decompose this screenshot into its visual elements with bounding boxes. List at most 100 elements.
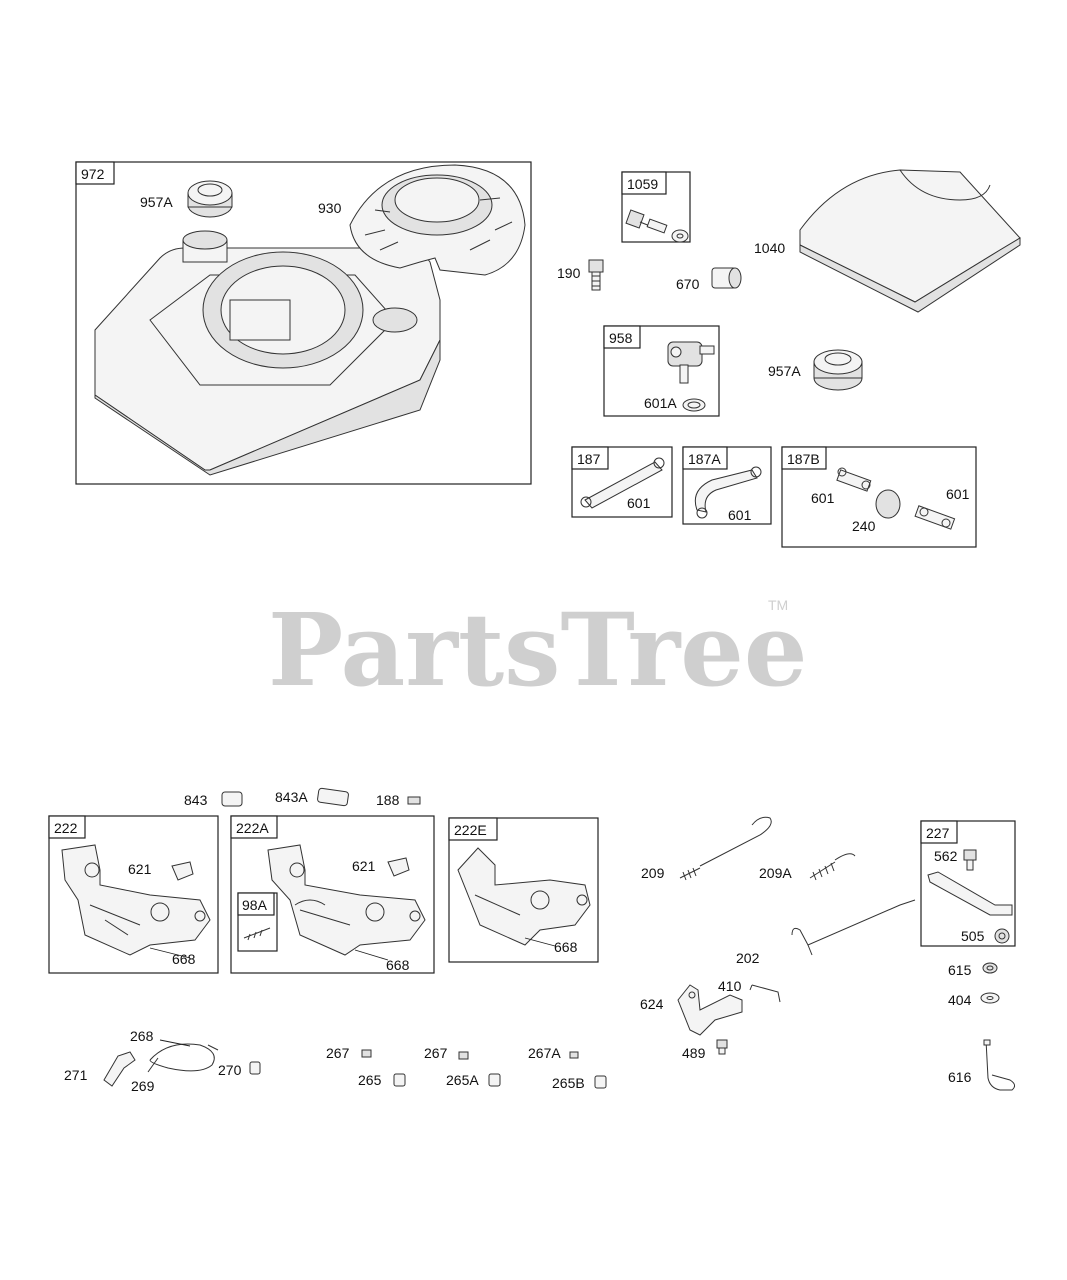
assembly-187A[interactable]: 187A: [682, 446, 772, 525]
part-label-240[interactable]: 240: [852, 518, 876, 534]
clamp-601A-part[interactable]: [682, 398, 706, 412]
part-label-601A[interactable]: 601A: [644, 395, 677, 411]
part-label-267-second[interactable]: 267: [424, 1045, 448, 1061]
part-label-930[interactable]: 930: [318, 200, 342, 216]
part-label-271[interactable]: 271: [64, 1067, 88, 1083]
nut-615-part[interactable]: [982, 962, 998, 974]
screw-267-part[interactable]: [361, 1049, 372, 1058]
fuel-cap-957A-second-part[interactable]: [813, 349, 863, 391]
part-label-957A[interactable]: 957A: [140, 194, 173, 210]
blower-cover-930-part[interactable]: [349, 164, 526, 276]
spring-269-part[interactable]: [147, 1057, 159, 1073]
part-label-668-third[interactable]: 668: [554, 939, 578, 955]
clip-621-part[interactable]: [171, 861, 194, 881]
cover-1040-part[interactable]: [799, 169, 1021, 313]
assembly-187[interactable]: 187: [571, 446, 673, 518]
part-label-601-187A[interactable]: 601: [728, 507, 752, 523]
control-bracket-222-part[interactable]: [61, 844, 211, 956]
spring-209-part[interactable]: [679, 816, 772, 881]
part-label-601-187B-left[interactable]: 601: [811, 490, 835, 506]
bushing-670-part[interactable]: [711, 267, 742, 289]
part-label-670[interactable]: 670: [676, 276, 700, 292]
part-label-562[interactable]: 562: [934, 848, 958, 864]
control-bracket-222A-part[interactable]: [267, 844, 426, 956]
bolt-1059-part[interactable]: [625, 209, 689, 243]
part-label-202[interactable]: 202: [736, 950, 760, 966]
part-label-404[interactable]: 404: [948, 992, 972, 1008]
control-bracket-222E-part[interactable]: [457, 847, 591, 946]
assembly-222E[interactable]: 222E: [448, 817, 599, 963]
clamp-265B-part[interactable]: [594, 1075, 607, 1089]
part-label-265A[interactable]: 265A: [446, 1072, 479, 1088]
rod-616-part[interactable]: [983, 1039, 1016, 1091]
part-label-188[interactable]: 188: [376, 792, 400, 808]
key-843A-part[interactable]: [317, 787, 349, 807]
governor-link-202-part[interactable]: [791, 899, 916, 956]
part-label-621[interactable]: 621: [128, 861, 152, 877]
link-410-part[interactable]: [749, 984, 781, 1003]
part-label-489[interactable]: 489: [682, 1045, 706, 1061]
spring-98A-part[interactable]: [243, 927, 271, 941]
assembly-label-1059: 1059: [627, 176, 658, 192]
assembly-98A[interactable]: 98A: [237, 892, 278, 952]
part-label-209[interactable]: 209: [641, 865, 665, 881]
fuel-line-187A-part[interactable]: [694, 466, 762, 519]
screw-562-part[interactable]: [963, 849, 977, 871]
screw-267-second-part[interactable]: [458, 1051, 469, 1060]
part-label-616[interactable]: 616: [948, 1069, 972, 1085]
screw-188-part[interactable]: [407, 796, 421, 805]
part-label-621-second[interactable]: 621: [352, 858, 376, 874]
assembly-972[interactable]: 972: [75, 161, 532, 485]
screw-267A-part[interactable]: [569, 1051, 579, 1059]
part-label-209A[interactable]: 209A: [759, 865, 792, 881]
key-843-part[interactable]: [221, 791, 243, 807]
part-label-843[interactable]: 843: [184, 792, 208, 808]
watermark-trademark: TM: [768, 597, 788, 613]
clamp-265-part[interactable]: [393, 1073, 406, 1087]
assembly-227[interactable]: 227: [920, 820, 1016, 947]
part-label-1040[interactable]: 1040: [754, 240, 785, 256]
part-label-410[interactable]: 410: [718, 978, 742, 994]
fuel-line-187-part[interactable]: [580, 457, 665, 509]
part-label-957A-second[interactable]: 957A: [768, 363, 801, 379]
part-label-505[interactable]: 505: [961, 928, 985, 944]
assembly-222A[interactable]: 222A: [230, 815, 435, 974]
assembly-label-227: 227: [926, 825, 950, 841]
assembly-1059[interactable]: 1059: [621, 171, 691, 243]
part-label-265[interactable]: 265: [358, 1072, 382, 1088]
fuel-valve-958-part[interactable]: [667, 341, 715, 384]
part-label-269[interactable]: 269: [131, 1078, 155, 1094]
clip-621-second-part[interactable]: [387, 857, 410, 877]
assembly-958[interactable]: 958: [603, 325, 720, 417]
part-label-267[interactable]: 267: [326, 1045, 350, 1061]
part-label-624[interactable]: 624: [640, 996, 664, 1012]
lever-624-part[interactable]: [677, 984, 743, 1036]
part-label-270[interactable]: 270: [218, 1062, 242, 1078]
fuel-filter-240-part[interactable]: [836, 467, 956, 530]
part-label-190[interactable]: 190: [557, 265, 581, 281]
clamp-265A-part[interactable]: [488, 1073, 501, 1087]
part-label-601-187B-right[interactable]: 601: [946, 486, 970, 502]
lever-271-part[interactable]: [103, 1051, 136, 1087]
assembly-222[interactable]: 222: [48, 815, 219, 974]
fuel-tank-part[interactable]: [94, 230, 441, 476]
washer-404-part[interactable]: [980, 992, 1000, 1004]
bracket-227-part[interactable]: [927, 871, 1013, 916]
part-label-668[interactable]: 668: [172, 951, 196, 967]
nut-505-part[interactable]: [994, 928, 1010, 944]
screw-489-part[interactable]: [716, 1039, 728, 1055]
fuel-cap-957A-part[interactable]: [187, 180, 233, 218]
part-label-265B[interactable]: 265B: [552, 1075, 585, 1091]
cable-268-part[interactable]: [149, 1043, 219, 1072]
fitting-190-part[interactable]: [588, 259, 604, 291]
part-label-601-187[interactable]: 601: [627, 495, 651, 511]
part-label-267A[interactable]: 267A: [528, 1045, 561, 1061]
part-label-843A[interactable]: 843A: [275, 789, 308, 805]
part-label-268[interactable]: 268: [130, 1028, 154, 1044]
part-label-668-second[interactable]: 668: [386, 957, 410, 973]
spring-209A-part[interactable]: [809, 853, 856, 881]
assembly-187B[interactable]: 187B: [781, 446, 977, 548]
clip-270-part[interactable]: [249, 1061, 261, 1075]
assembly-label-222E: 222E: [454, 822, 487, 838]
part-label-615[interactable]: 615: [948, 962, 972, 978]
